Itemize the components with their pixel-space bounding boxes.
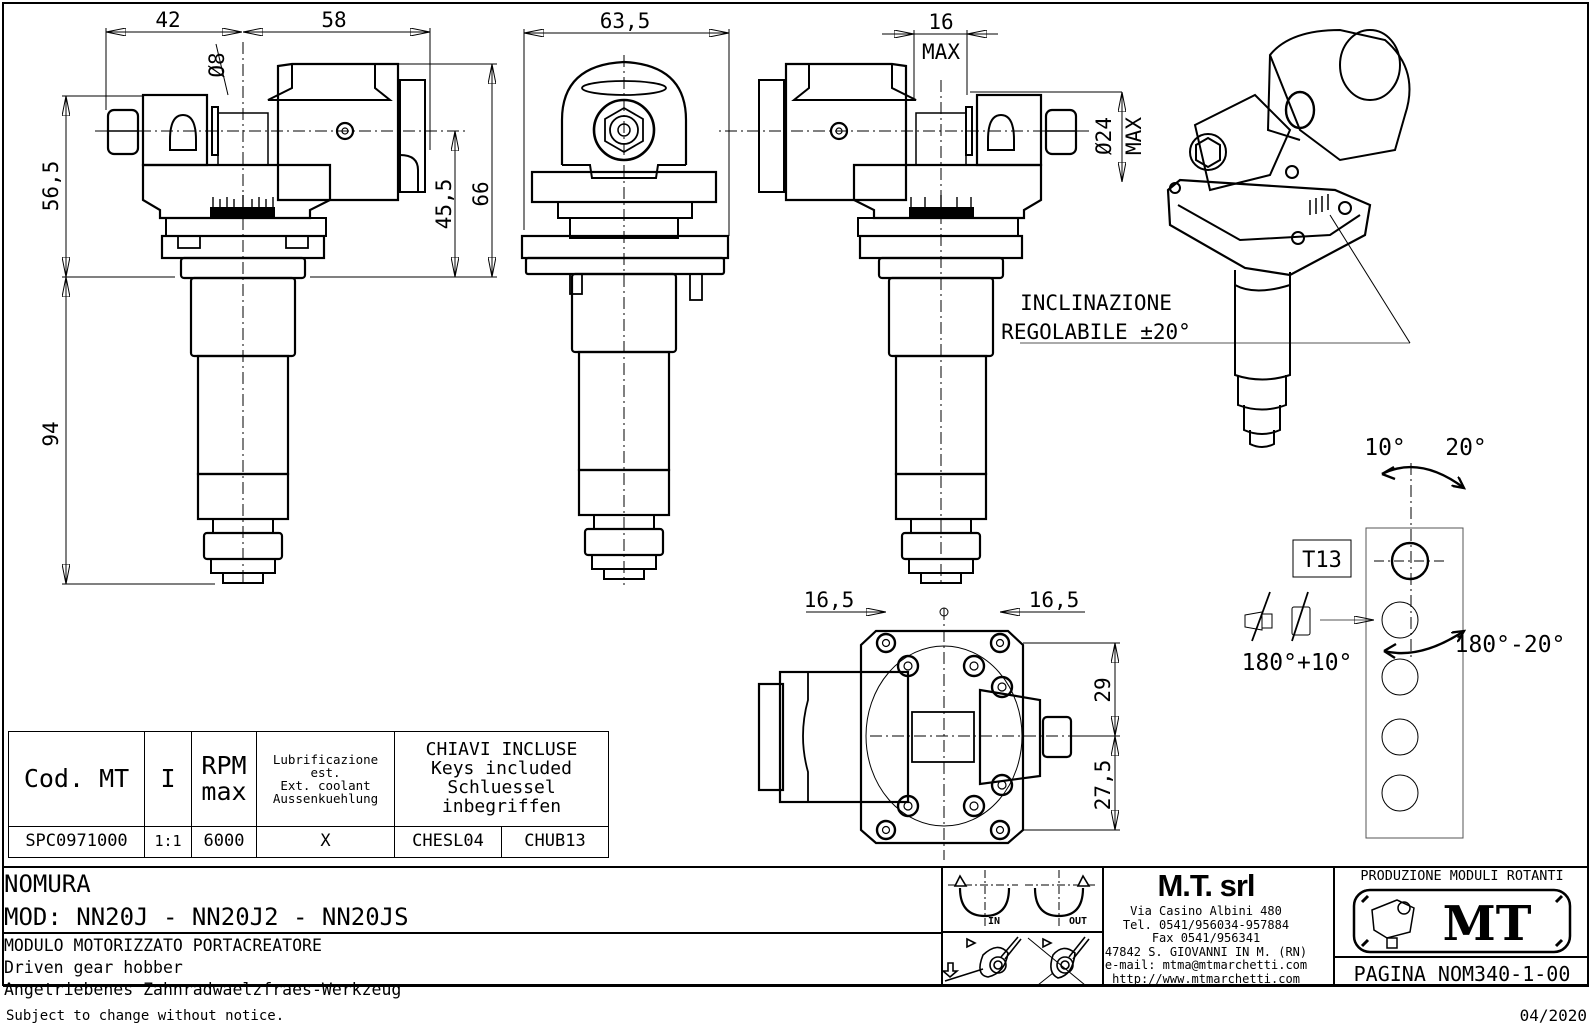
divider [941, 866, 943, 986]
top-view [757, 608, 1080, 860]
title-block-top-rule [3, 866, 1589, 868]
key-usage-icon [943, 936, 1090, 985]
dim-56-5: 56,5 [39, 161, 63, 212]
company-email: e-mail: mtma@mtmarchetti.com [1104, 958, 1308, 972]
title-block-divider [3, 932, 942, 934]
header-rpm: RPM max [191, 731, 257, 827]
description-german: Angetriebenes Zahnradwaelzfraes-Werkzeug [4, 980, 402, 999]
station-label: T13 [1302, 548, 1342, 573]
dim-29: 29 [1091, 677, 1115, 702]
header-coolant-line1: Lubrificazione est. [272, 751, 379, 780]
angle-180-plus-10: 180°+10° [1242, 650, 1353, 676]
divider [1333, 956, 1589, 958]
rotation-out-label: OUT [1069, 916, 1088, 927]
header-keys-line3: Schluessel inbegriffen [441, 777, 562, 817]
inclination-note-line2: REGOLABILE ±20° [1001, 320, 1191, 344]
dim-16-5-left: 16,5 [804, 588, 855, 612]
dim-27-5: 27,5 [1091, 760, 1115, 811]
turret-diagram [1244, 463, 1464, 839]
dim-dia-24-max-label: MAX [1122, 117, 1146, 155]
dim-66: 66 [469, 181, 493, 206]
technical-drawing: 42 58 Ø8 56,5 94 45,5 66 [39, 8, 1566, 860]
company-city: 47842 S. GIOVANNI IN M. (RN) [1104, 944, 1308, 959]
dim-58: 58 [321, 8, 346, 32]
side-view-right [719, 62, 1089, 585]
front-view [520, 55, 730, 585]
cell-rpm: 6000 [191, 826, 257, 858]
angle-scale-left [210, 195, 275, 217]
header-rpm-line1: RPM [201, 750, 247, 780]
side-view-left [95, 42, 465, 585]
divider [1333, 866, 1335, 986]
change-notice: Subject to change without notice. [6, 1008, 285, 1024]
angle-10: 10° [1364, 435, 1406, 461]
divider [941, 931, 1103, 933]
dim-16-max-label: MAX [922, 40, 960, 64]
divider [1102, 866, 1104, 986]
header-rpm-line2: max [201, 777, 247, 806]
title-block-bottom-rule [3, 985, 1589, 987]
header-coolant-line2: Ext. coolant [280, 778, 371, 793]
inclination-note-line1: INCLINAZIONE [1020, 291, 1172, 315]
company-name: M.T. srl [1157, 868, 1255, 903]
dimensions-right [882, 30, 1122, 182]
dim-94: 94 [39, 421, 63, 446]
cell-key2: CHUB13 [501, 826, 609, 858]
header-keys-line2: Keys included [431, 758, 572, 780]
production-label: PRODUZIONE MODULI ROTANTI [1360, 868, 1564, 884]
company-tel: Tel. 0541/956034-957884 [1122, 917, 1290, 932]
rotation-direction-icon [948, 870, 1095, 928]
dim-16: 16 [928, 10, 953, 34]
dimensions-left [62, 28, 497, 585]
spec-header-row: Cod. MT I RPM max Lubrificazione est. Ex… [8, 731, 609, 827]
isometric-view [1166, 28, 1411, 448]
description-italian: MODULO MOTORIZZATO PORTACREATORE [4, 936, 322, 955]
spec-data-row: SPC0971000 1:1 6000 X CHESL04 CHUB13 [8, 826, 609, 858]
header-coolant-line3: Aussenkuehlung [272, 791, 379, 807]
header-ratio: I [144, 731, 192, 827]
dim-shaft-diameter: Ø8 [205, 52, 229, 77]
cell-coolant: X [256, 826, 395, 858]
brand-name: NOMURA [4, 870, 91, 898]
dim-45-5: 45,5 [432, 179, 456, 230]
company-address-block: Via Casino Albini 480 Tel. 0541/956034-9… [1103, 904, 1309, 986]
header-keys: CHIAVI INCLUSE Keys included Schluessel … [394, 731, 609, 827]
dimensions-top-view [806, 607, 1120, 831]
dim-63-5: 63,5 [600, 9, 651, 33]
header-code: Cod. MT [8, 731, 145, 827]
cell-ratio: 1:1 [144, 826, 192, 858]
cell-code: SPC0971000 [8, 826, 145, 858]
model-list: MOD: NN20J - NN20J2 - NN20JS [4, 903, 409, 931]
dim-16-5-right: 16,5 [1029, 588, 1080, 612]
company-website: http://www.mtmarchetti.com [1112, 971, 1300, 986]
angle-180-minus-20: 180°-20° [1455, 632, 1566, 658]
logo-text: MT [1443, 896, 1532, 952]
header-keys-line1: CHIAVI INCLUSE [425, 739, 578, 761]
revision-date: 04/2020 [1519, 1006, 1587, 1025]
description-english: Driven gear hobber [4, 958, 183, 977]
tool-holder-icons [1244, 591, 1311, 642]
dimensions-front [523, 29, 730, 236]
dim-42: 42 [155, 8, 180, 32]
page-number: PAGINA NOM340-1-00 [1353, 962, 1571, 986]
company-address: Via Casino Albini 480 [1130, 904, 1282, 918]
dim-dia-24: Ø24 [1092, 117, 1116, 155]
spec-table: Cod. MT I RPM max Lubrificazione est. Ex… [8, 731, 609, 858]
rotation-in-label: IN [988, 916, 1001, 927]
company-fax: Fax 0541/956341 [1151, 931, 1261, 945]
mt-logo: MT [1352, 888, 1572, 954]
cell-key1: CHESL04 [394, 826, 502, 858]
angle-20: 20° [1445, 435, 1487, 461]
header-coolant: Lubrificazione est. Ext. coolant Aussenk… [256, 731, 395, 827]
